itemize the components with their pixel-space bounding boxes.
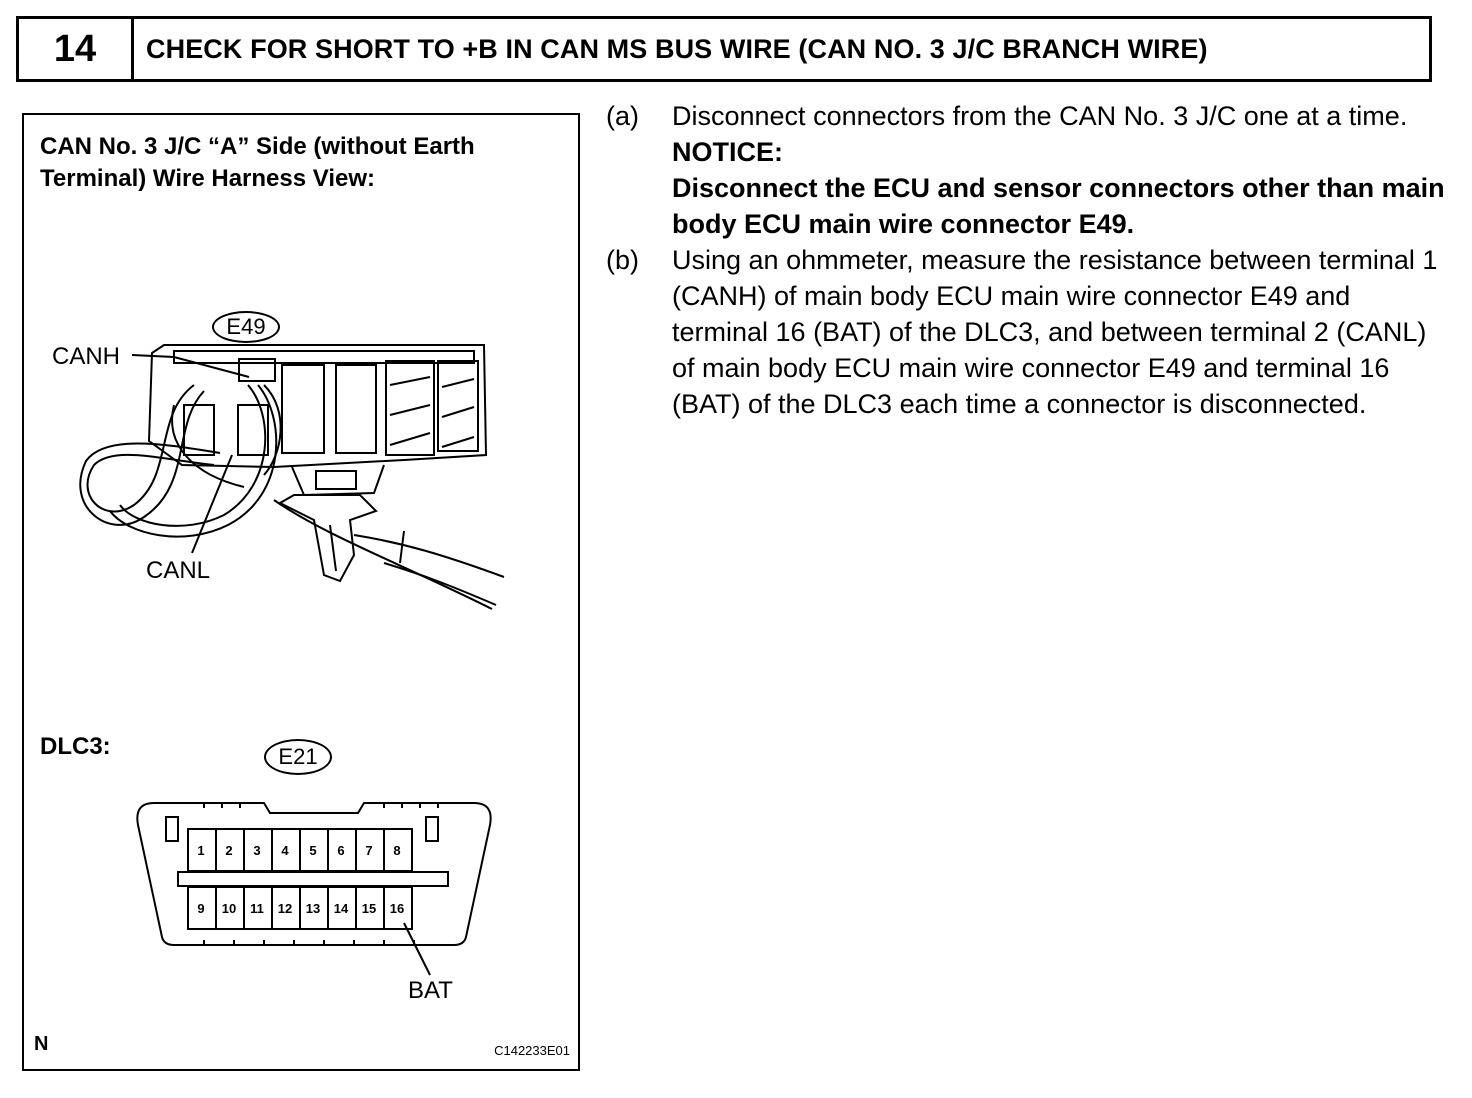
dlc3-pin: 9	[197, 901, 205, 916]
step-a: (a) Disconnect connectors from the CAN N…	[606, 98, 1446, 242]
step-b-text: Using an ohmmeter, measure the resistanc…	[672, 245, 1438, 419]
dlc3-pin: 3	[253, 843, 261, 858]
dlc3-pin: 11	[250, 901, 264, 916]
dlc3-pin: 4	[281, 843, 289, 858]
step-b-letter: (b)	[606, 245, 639, 275]
illustration-panel: CAN No. 3 J/C “A” Side (without Earth Te…	[22, 113, 580, 1071]
canl-label: CANL	[146, 557, 211, 584]
dlc3-pin: 15	[361, 901, 377, 916]
dlc3-pin: 13	[305, 901, 321, 916]
dlc3-pin: 6	[337, 843, 345, 858]
step-a-letter: (a)	[606, 101, 639, 131]
dlc3-pin: 5	[309, 843, 317, 858]
e21-connector-badge: E21	[264, 739, 332, 775]
e49-connector-drawing	[79, 344, 505, 610]
step-number: 14	[19, 19, 134, 79]
notice-body: Disconnect the ECU and sensor connectors…	[672, 173, 1445, 239]
step-b: (b) Using an ohmmeter, measure the resis…	[606, 242, 1446, 422]
dlc3-pin: 2	[225, 843, 233, 858]
connector-illustration	[79, 344, 505, 976]
figure-heading: CAN No. 3 J/C “A” Side (without Earth Te…	[40, 133, 475, 192]
corner-mark: N	[34, 1033, 49, 1055]
instructions: (a) Disconnect connectors from the CAN N…	[606, 98, 1446, 422]
e49-connector-badge: E49	[212, 311, 280, 343]
dlc3-pin: 1	[197, 843, 205, 858]
dlc3-pin: 10	[221, 901, 237, 916]
dlc3-pin: 7	[365, 843, 373, 858]
dlc3-pin: 8	[393, 843, 401, 858]
dlc3-pin: 12	[277, 901, 293, 916]
dlc3-connector-drawing	[136, 802, 492, 976]
dlc3-pin: 16	[389, 901, 405, 916]
dlc3-heading: DLC3:	[40, 733, 111, 760]
dlc3-pin: 14	[333, 901, 349, 916]
canh-label: CANH	[52, 343, 121, 370]
notice-heading: NOTICE:	[672, 137, 783, 167]
step-title: CHECK FOR SHORT TO +B IN CAN MS BUS WIRE…	[146, 33, 1208, 64]
bat-label: BAT	[408, 977, 453, 1004]
step-header: 14 CHECK FOR SHORT TO +B IN CAN MS BUS W…	[16, 16, 1432, 82]
figure-code: C142233E01	[494, 1043, 570, 1058]
step-a-text: Disconnect connectors from the CAN No. 3…	[672, 101, 1408, 131]
